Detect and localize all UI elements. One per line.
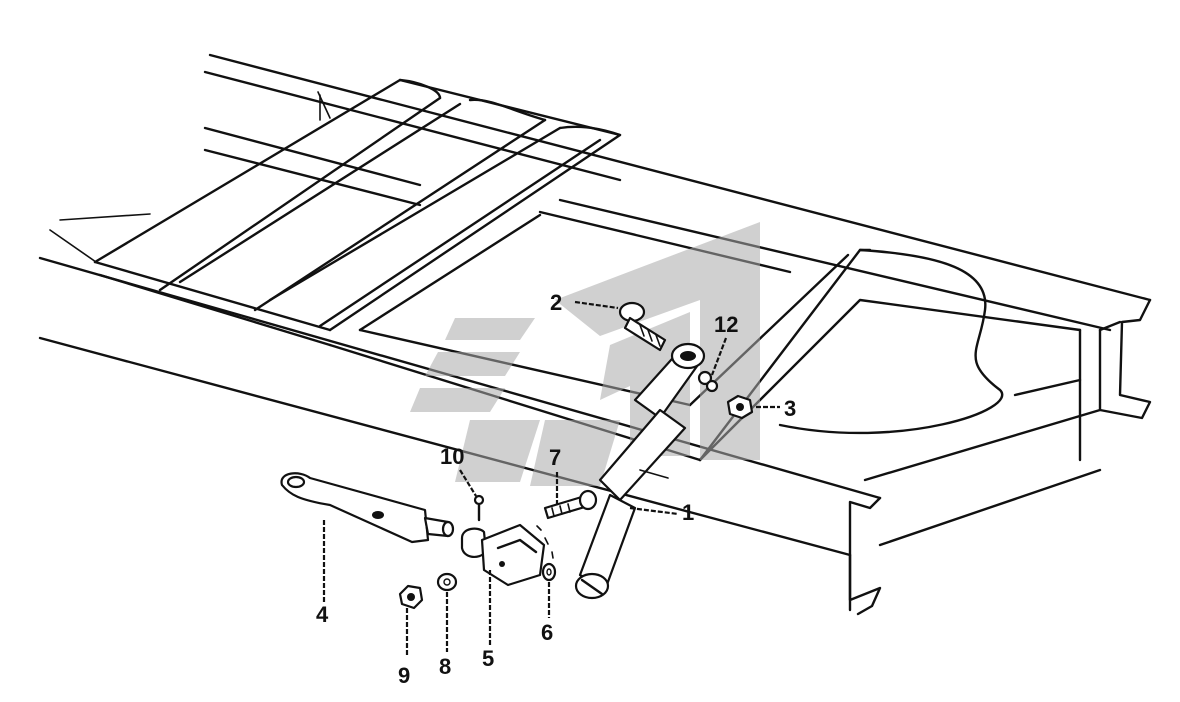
callout-1: 1	[682, 500, 694, 525]
callout-5: 5	[482, 646, 494, 671]
callout-4: 4	[316, 602, 329, 627]
part-2-bolt	[618, 301, 667, 352]
callout-12: 12	[714, 312, 738, 337]
callout-6: 6	[541, 620, 553, 645]
callout-7: 7	[549, 445, 561, 470]
watermark-logo	[410, 222, 760, 486]
part-4-lever-arm	[280, 472, 455, 544]
callout-9: 9	[398, 663, 410, 688]
callout-10: 10	[440, 444, 464, 469]
part-3-nut	[726, 394, 754, 420]
part-1-strut	[574, 342, 706, 600]
frame-rails	[38, 53, 1152, 616]
callout-2: 2	[550, 290, 562, 315]
part-5-clevis	[480, 523, 546, 587]
part-6-washer	[536, 525, 557, 582]
leader-lines	[322, 300, 780, 655]
part-7-bolt	[543, 489, 598, 520]
part-12-washers	[697, 370, 719, 393]
callout-8: 8	[439, 654, 451, 679]
part-8-washer	[436, 572, 458, 592]
callout-3: 3	[784, 396, 796, 421]
part-9-nut	[398, 584, 424, 610]
callout-labels: 1 2 3 4 5 6 7 8 9 10 12	[316, 290, 796, 688]
step-deck	[49, 78, 702, 462]
